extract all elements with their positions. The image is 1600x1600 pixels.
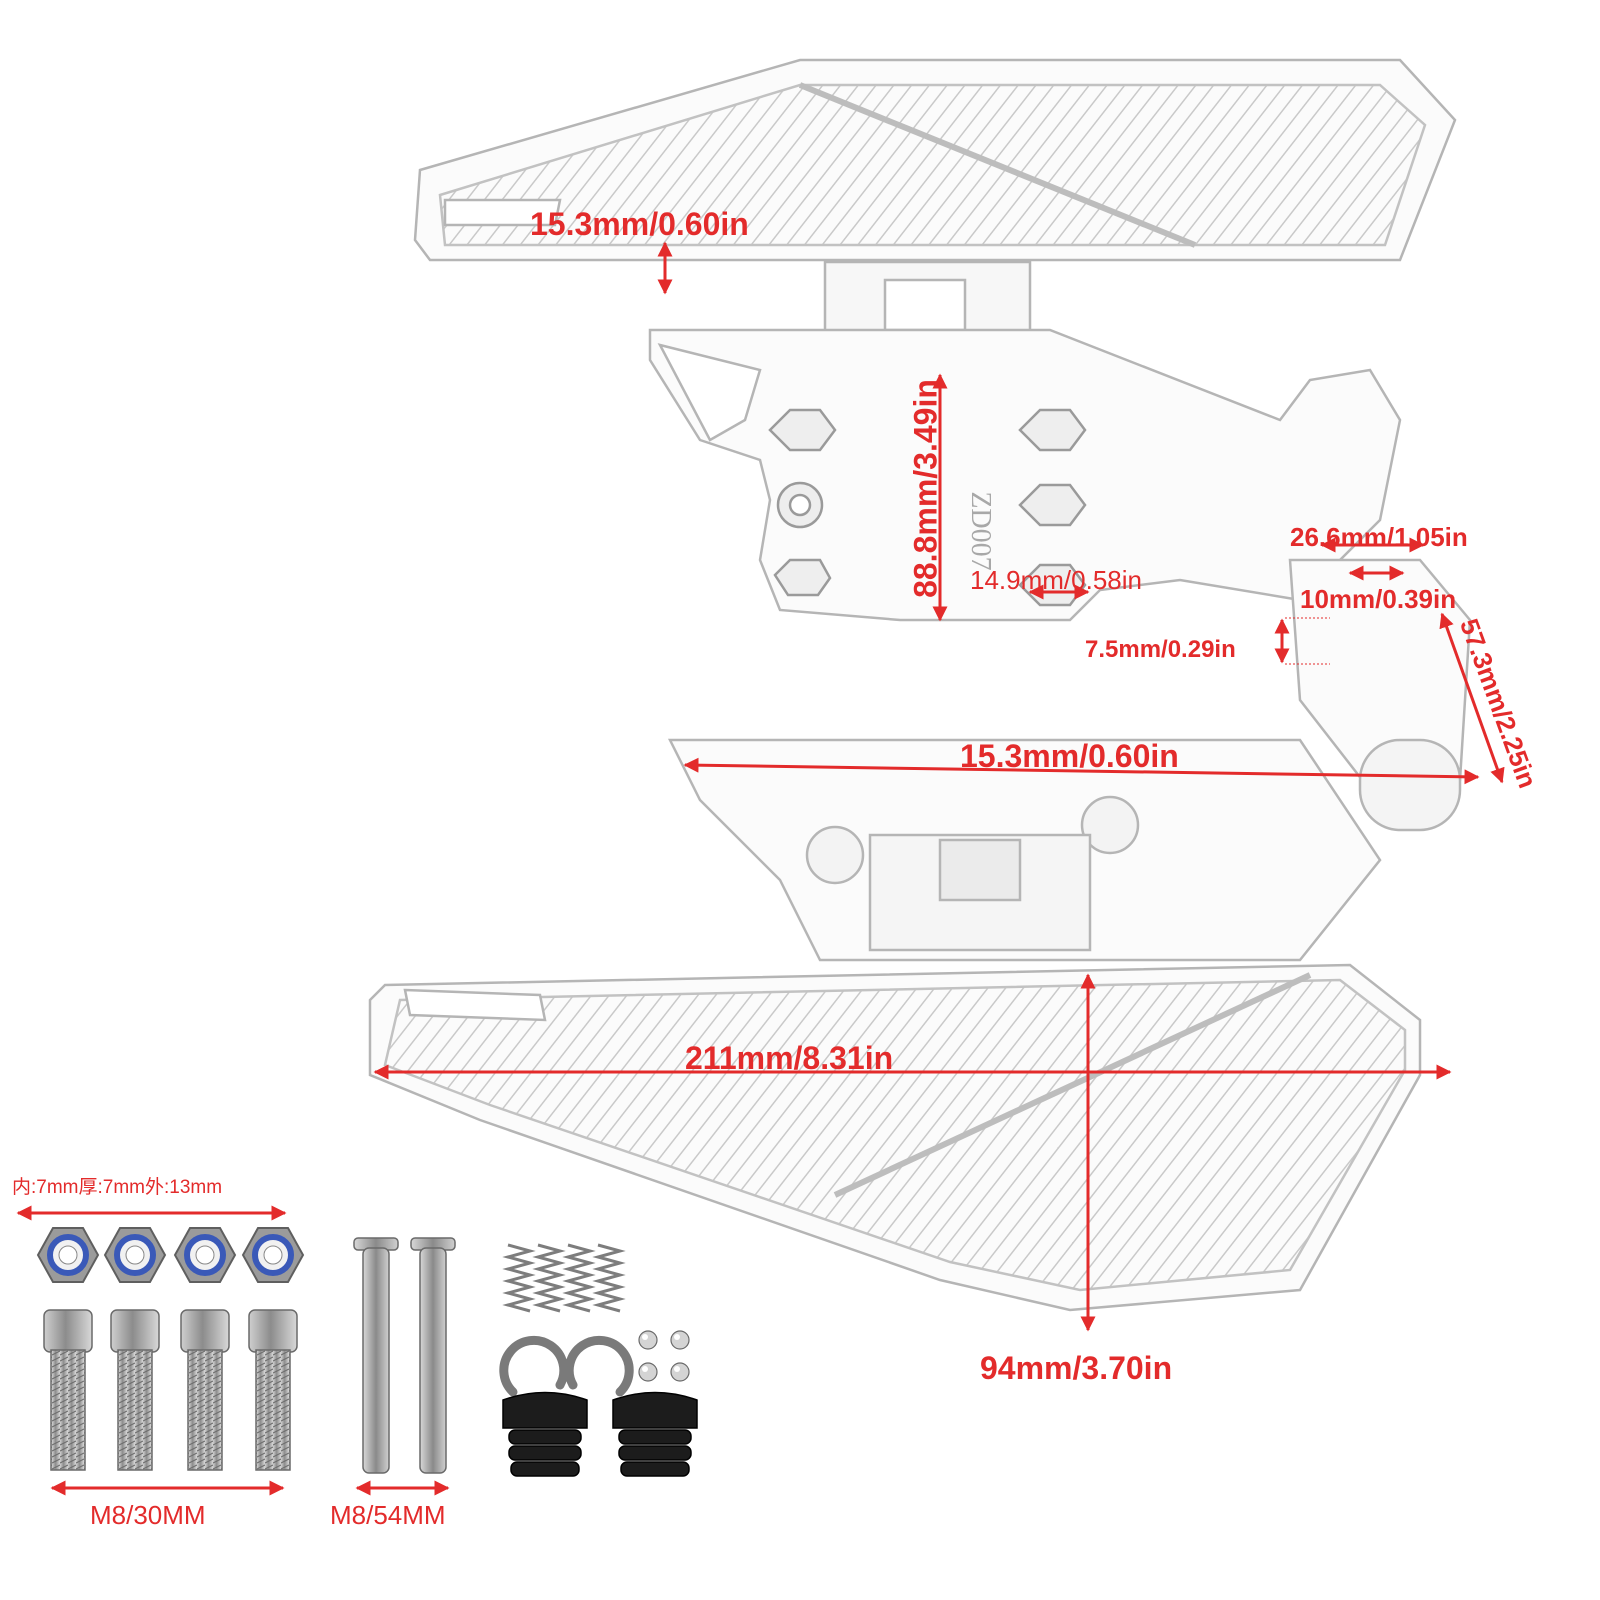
- bolt-short-label: M8/30MM: [90, 1500, 206, 1530]
- top-clamp-block: [823, 260, 1032, 344]
- top-board-thickness-label: 15.3mm/0.60in: [530, 206, 749, 242]
- hex-nuts: [36, 1227, 305, 1283]
- dimension-lines: [16, 241, 1505, 1496]
- top-footboard: [413, 58, 1457, 262]
- board-length-label: 211mm/8.31in: [685, 1040, 894, 1076]
- rubber-end-caps: [502, 1391, 698, 1477]
- pin-offset-label: 7.5mm/0.29in: [1085, 636, 1236, 663]
- nut-spec-label: 内:7mm厚:7mm外:13mm: [12, 1177, 223, 1198]
- bracket-height-label: 88.8mm/3.49in: [907, 379, 944, 598]
- bracket-nuts: [768, 408, 1087, 607]
- e-clips: [499, 1335, 634, 1397]
- steel-balls: [638, 1330, 690, 1382]
- pin-diameter-label: 10mm/0.39in: [1300, 584, 1457, 614]
- board-depth-label: 94mm/3.70in: [980, 1350, 1173, 1386]
- clevis-pins-m8-54: [353, 1237, 456, 1474]
- hole-spacing-label: 14.9mm/0.58in: [970, 565, 1142, 595]
- springs: [502, 1243, 626, 1313]
- part-marking: ZD007: [965, 491, 996, 571]
- lower-footboard: [368, 738, 1422, 1312]
- socket-bolts-m8-30: [43, 1309, 298, 1471]
- bolt-long-label: M8/54MM: [330, 1500, 446, 1530]
- mid-width-label: 15.3mm/0.60in: [960, 738, 1179, 774]
- arm-width-label: 26.6mm/1.05in: [1290, 522, 1468, 552]
- dimension-guides: [1285, 617, 1330, 665]
